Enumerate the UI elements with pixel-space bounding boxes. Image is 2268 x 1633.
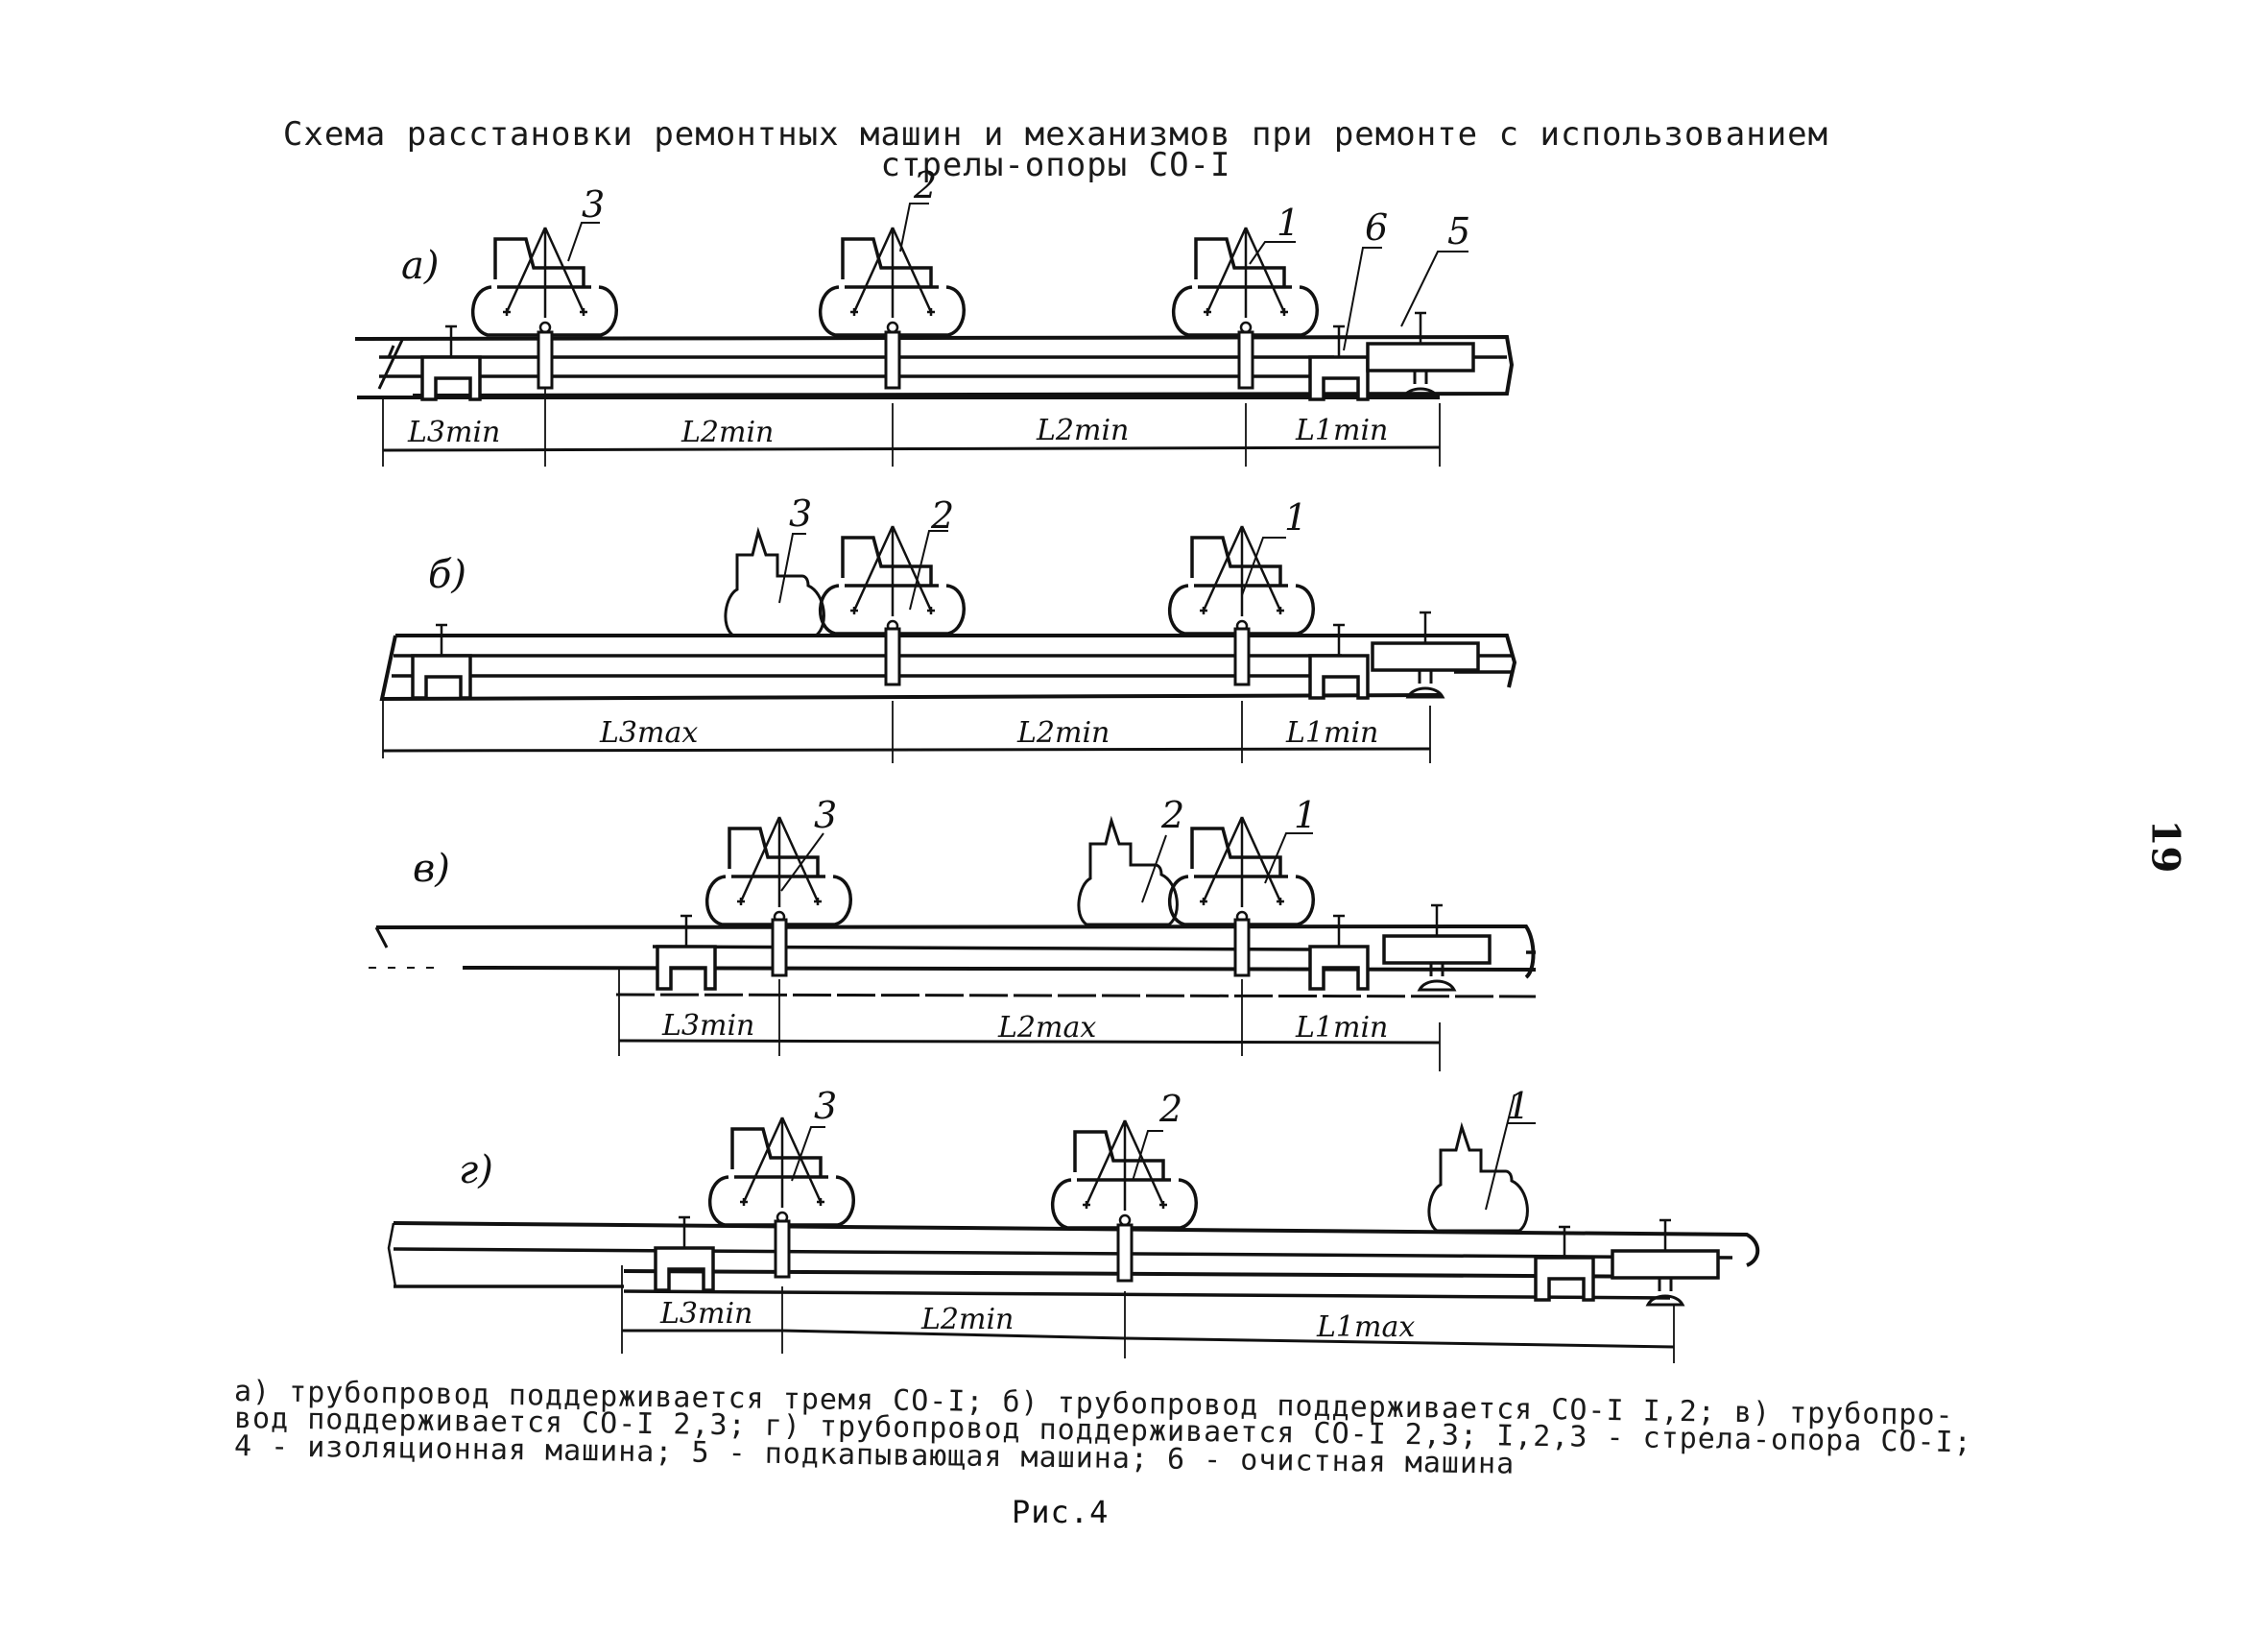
dimension-l2min: L2min [1016, 716, 1110, 750]
panel-label-a: а) [401, 244, 439, 288]
callout-2-idle: 2 [1160, 794, 1184, 836]
dimension-l1min: L1min [1285, 716, 1378, 750]
dimension-l1min: L1min [1295, 414, 1388, 447]
dimension-l3min: L3min [407, 416, 500, 449]
dimension-l2max: L2max [997, 1011, 1096, 1045]
callout-1: 1 [1284, 496, 1307, 539]
callout-2: 2 [1158, 1088, 1182, 1130]
dimension-l3max: L3max [599, 716, 698, 750]
callout-3: 3 [814, 794, 837, 836]
panel-a: а) 3 2 1 6 5 L3min L2min L2min L1min [354, 164, 1515, 467]
dimension-l1max: L1max [1316, 1310, 1415, 1344]
panel-label-g: г) [459, 1148, 493, 1192]
callout-5: 5 [1447, 210, 1470, 252]
dimension-l3min: L3min [661, 1009, 754, 1043]
figure-title-line-1: Схема расстановки ремонтных машин и меха… [282, 115, 1829, 154]
callout-2: 2 [913, 164, 937, 206]
callout-1: 1 [1294, 794, 1317, 836]
panel-label-b: б) [428, 553, 466, 597]
callout-3: 3 [814, 1085, 837, 1127]
page-number: 19 [2142, 819, 2188, 874]
panel-g: г) 3 2 1 L3min L2min L1max [387, 1085, 1760, 1363]
figure-title-line-2: стрелы-опоры СО-I [880, 146, 1231, 184]
callout-1: 1 [1277, 202, 1300, 244]
dimension-l2min: L2min [680, 416, 774, 449]
callout-1-idle: 1 [1507, 1085, 1530, 1127]
callout-2: 2 [930, 494, 954, 537]
dimension-l3min: L3min [659, 1297, 752, 1331]
dimension-l2min: L2min [1036, 414, 1129, 447]
figure-label: Рис.4 [1012, 1494, 1110, 1530]
callout-6: 6 [1365, 206, 1388, 249]
panel-v: в) 3 2 1 L3min L2max L1min [369, 794, 1537, 1071]
dimension-l2min: L2min [920, 1303, 1014, 1336]
panel-label-v: в) [413, 847, 450, 891]
dimension-l1min: L1min [1295, 1011, 1388, 1045]
panel-b: б) 3 2 1 L3max L2min L1min [379, 492, 1517, 763]
callout-3: 3 [582, 183, 605, 226]
callout-3-idle: 3 [789, 492, 812, 535]
